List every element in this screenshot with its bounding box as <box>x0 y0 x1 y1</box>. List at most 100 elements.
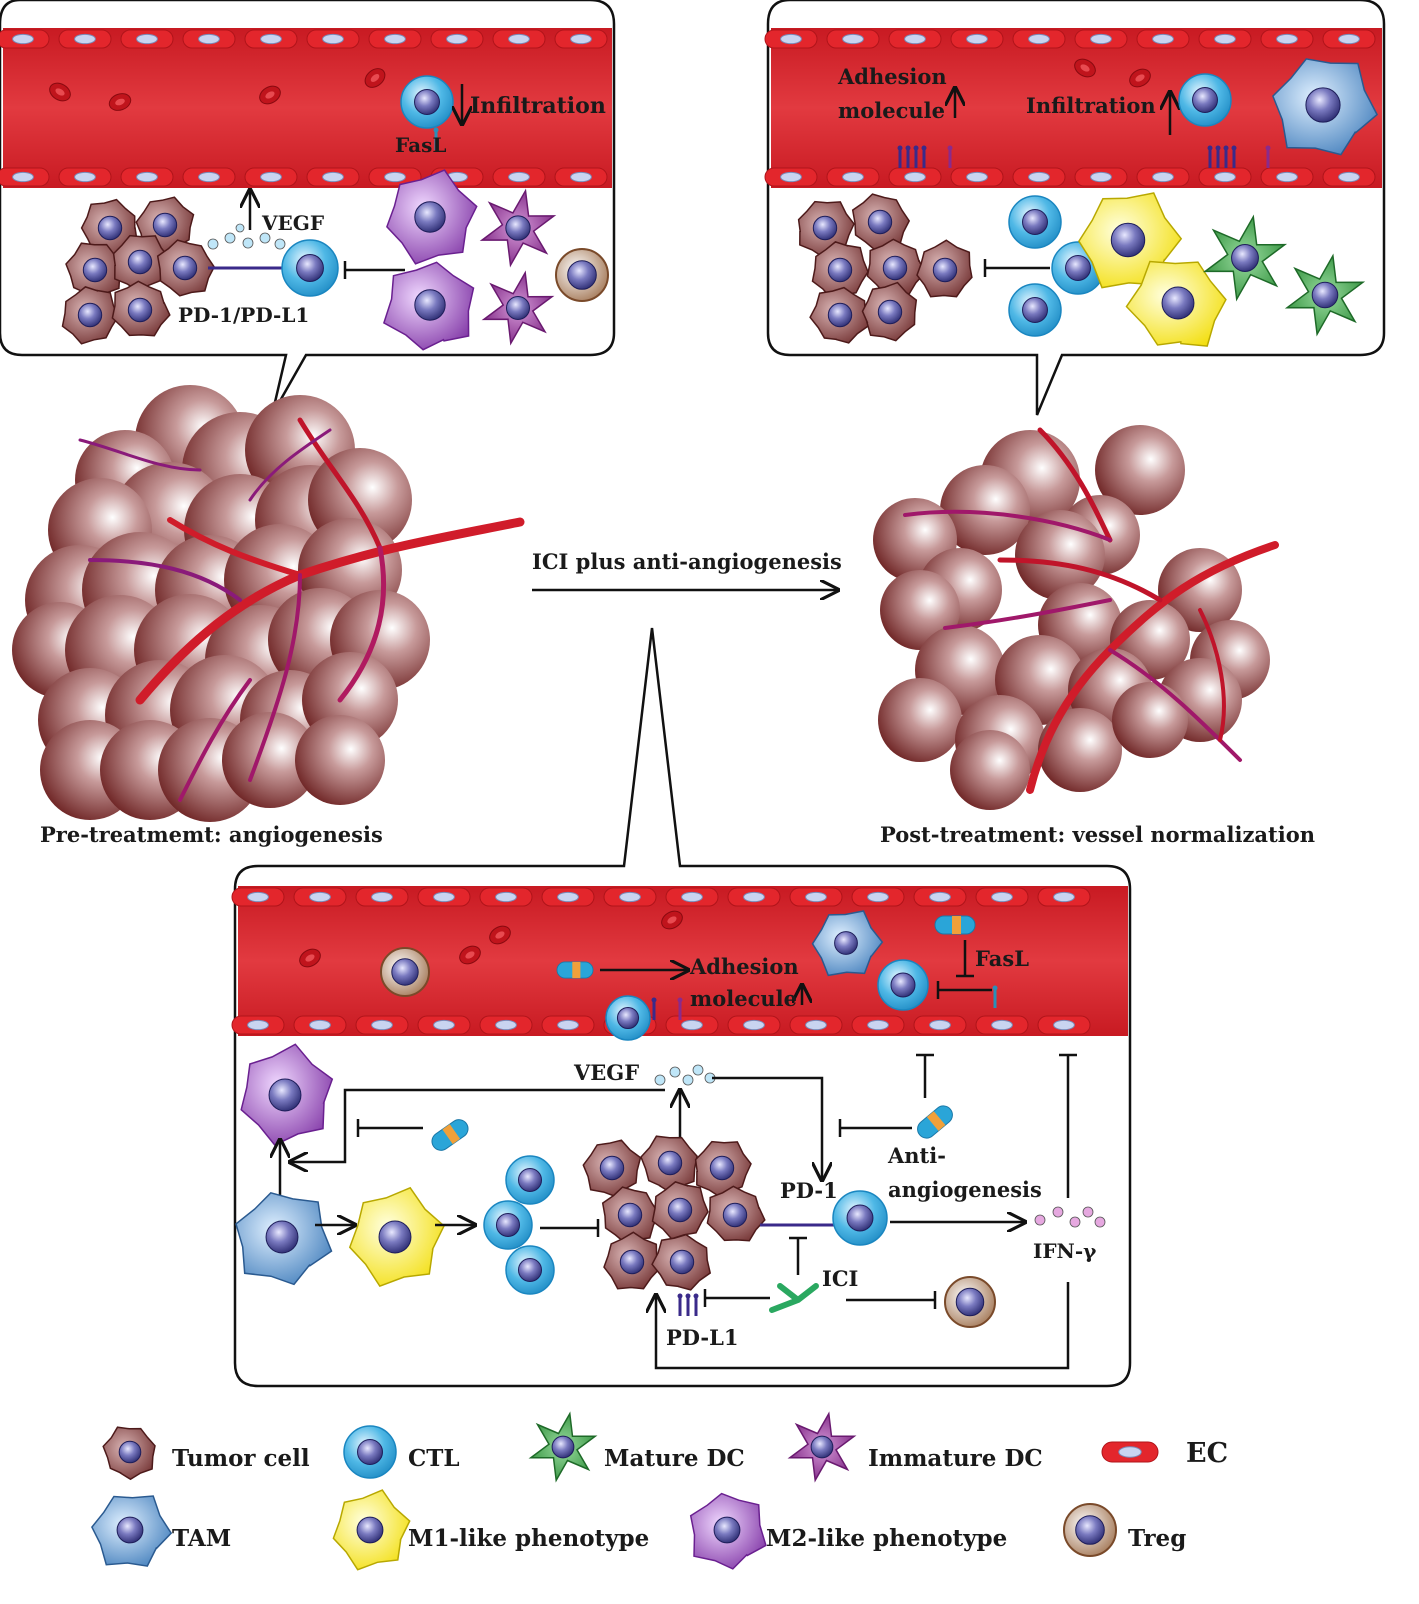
ec-nucleus <box>842 33 864 45</box>
ec-nucleus <box>247 891 269 903</box>
ec-nucleus <box>929 1019 951 1031</box>
legend-label-tam: TAM <box>172 1525 231 1552</box>
pre-immature-dc-icon-2-nucleus <box>505 295 531 321</box>
ec-nucleus <box>1338 171 1360 183</box>
ec-nucleus <box>384 171 406 183</box>
ec-nucleus <box>12 33 34 45</box>
ec-nucleus <box>966 171 988 183</box>
tumor-nucleus <box>709 1155 735 1181</box>
post-adhesion-receptor-4-tip <box>1265 145 1271 151</box>
pre-vegf-dot <box>259 232 271 244</box>
post-treatment-caption: Post-treatment: vessel normalization <box>880 822 1315 847</box>
ec-nucleus <box>1276 171 1298 183</box>
ctl-nucleus <box>1022 209 1048 235</box>
post-adhesion-receptor-2-tip <box>947 145 953 151</box>
ec-nucleus <box>260 33 282 45</box>
ec-nucleus <box>557 1019 579 1031</box>
ctl-nucleus <box>414 89 440 115</box>
ctl-nucleus <box>357 1439 383 1465</box>
mech-vegf-dot <box>682 1074 694 1086</box>
ec-nucleus <box>1028 171 1050 183</box>
ctl-nucleus <box>517 1257 543 1283</box>
ec-nucleus <box>780 33 802 45</box>
transition-label: ICI plus anti-angiogenesis <box>532 549 842 574</box>
post-tumor-sphere <box>878 678 962 762</box>
red-blood-cell-center <box>265 91 275 99</box>
ec-nucleus <box>805 1019 827 1031</box>
mech-tam-in-vessel-icon-nucleus <box>834 931 858 955</box>
ec-nucleus <box>904 171 926 183</box>
tumor-nucleus <box>877 299 903 325</box>
pre-vegf-dot <box>235 223 245 233</box>
pre-m2-macrophage-icon-2-nucleus <box>414 289 446 321</box>
treg-nucleus <box>955 1287 985 1317</box>
tumor-nucleus <box>619 1249 645 1275</box>
mech-vegf-to-m2-arrow <box>290 1088 665 1162</box>
pre-tumor-vessel-branch <box>167 517 303 578</box>
legend-label-mature-dc: Mature DC <box>604 1445 745 1472</box>
tumor-nucleus <box>118 1440 142 1464</box>
post-tumor-vessel-branch-6 <box>1198 608 1226 742</box>
antibody-arms <box>769 1283 819 1313</box>
pill-band <box>572 961 581 979</box>
post-infiltration-label: Infiltration <box>1026 93 1156 118</box>
mech-ici-label: ICI <box>822 1266 858 1291</box>
mech-pdl1-receptor-tip <box>693 1293 699 1299</box>
pre-fasl-receptor-tip <box>433 127 439 133</box>
legend-label-treg: Treg <box>1128 1525 1186 1552</box>
ec-nucleus <box>508 171 530 183</box>
tumor-nucleus <box>127 297 153 323</box>
post-tumor-sphere <box>950 730 1030 810</box>
pre-tumor-vessel-branch-7 <box>178 678 252 802</box>
ec-nucleus <box>309 891 331 903</box>
tumor-nucleus <box>152 212 178 238</box>
post-m1-macrophage-icon-nucleus <box>1110 222 1146 258</box>
mech-pill-icon-vessel <box>556 961 594 979</box>
red-blood-cell-center <box>305 954 315 962</box>
post-tumor-vessel-branch-3 <box>903 509 1112 542</box>
pre-tumor-vessel-branch-2 <box>297 417 383 551</box>
mech-m2-macrophage-icon-nucleus <box>268 1078 302 1112</box>
tumor-nucleus <box>812 215 838 241</box>
ec-nucleus <box>384 33 406 45</box>
treg-nucleus <box>391 958 419 986</box>
post-mature-dc-icon-nucleus <box>1231 244 1259 272</box>
ec-nucleus <box>1214 171 1236 183</box>
red-blood-cell-center <box>1080 64 1090 72</box>
ec-nucleus <box>247 1019 269 1031</box>
ec-nucleus <box>433 1019 455 1031</box>
pill-band <box>952 916 961 934</box>
ec-nucleus <box>198 33 220 45</box>
ctl-nucleus <box>495 1212 521 1238</box>
mech-pill-icon-fasl <box>934 915 976 935</box>
post-tumor-sphere <box>1095 425 1185 515</box>
tumor-nucleus <box>882 255 908 281</box>
ec-nucleus <box>991 891 1013 903</box>
ec-nucleus <box>309 1019 331 1031</box>
pre-vegf-dot <box>207 238 219 250</box>
mech-anti-label-2: angiogenesis <box>888 1177 1042 1202</box>
ec-nucleus <box>433 891 455 903</box>
ec-nucleus <box>1152 171 1174 183</box>
ec-nucleus <box>966 33 988 45</box>
mech-ifn-label: IFN-γ <box>1033 1239 1097 1263</box>
tumor-nucleus <box>827 302 853 328</box>
ec-nucleus <box>557 891 579 903</box>
ec-nucleus <box>74 33 96 45</box>
pill-band <box>926 1111 946 1131</box>
red-blood-cell-center <box>1135 74 1145 82</box>
mech-vegf-label: VEGF <box>573 1060 639 1085</box>
ec-nucleus <box>1338 33 1360 45</box>
legend-immature-dc-icon-nucleus <box>810 1435 834 1459</box>
mech-anti-label-1: Anti- <box>887 1143 946 1168</box>
legend-tam-icon-nucleus <box>116 1516 144 1544</box>
post-tumor-sphere <box>940 465 1030 555</box>
mech-fasl-receptor-tip <box>992 985 998 991</box>
post-mature-dc-icon-2-nucleus <box>1311 281 1339 309</box>
tumor-nucleus <box>82 257 108 283</box>
mech-adhesion-receptor-2-tip <box>677 997 683 1003</box>
mech-vegf-dot <box>669 1066 681 1078</box>
tumor-nucleus <box>827 257 853 283</box>
